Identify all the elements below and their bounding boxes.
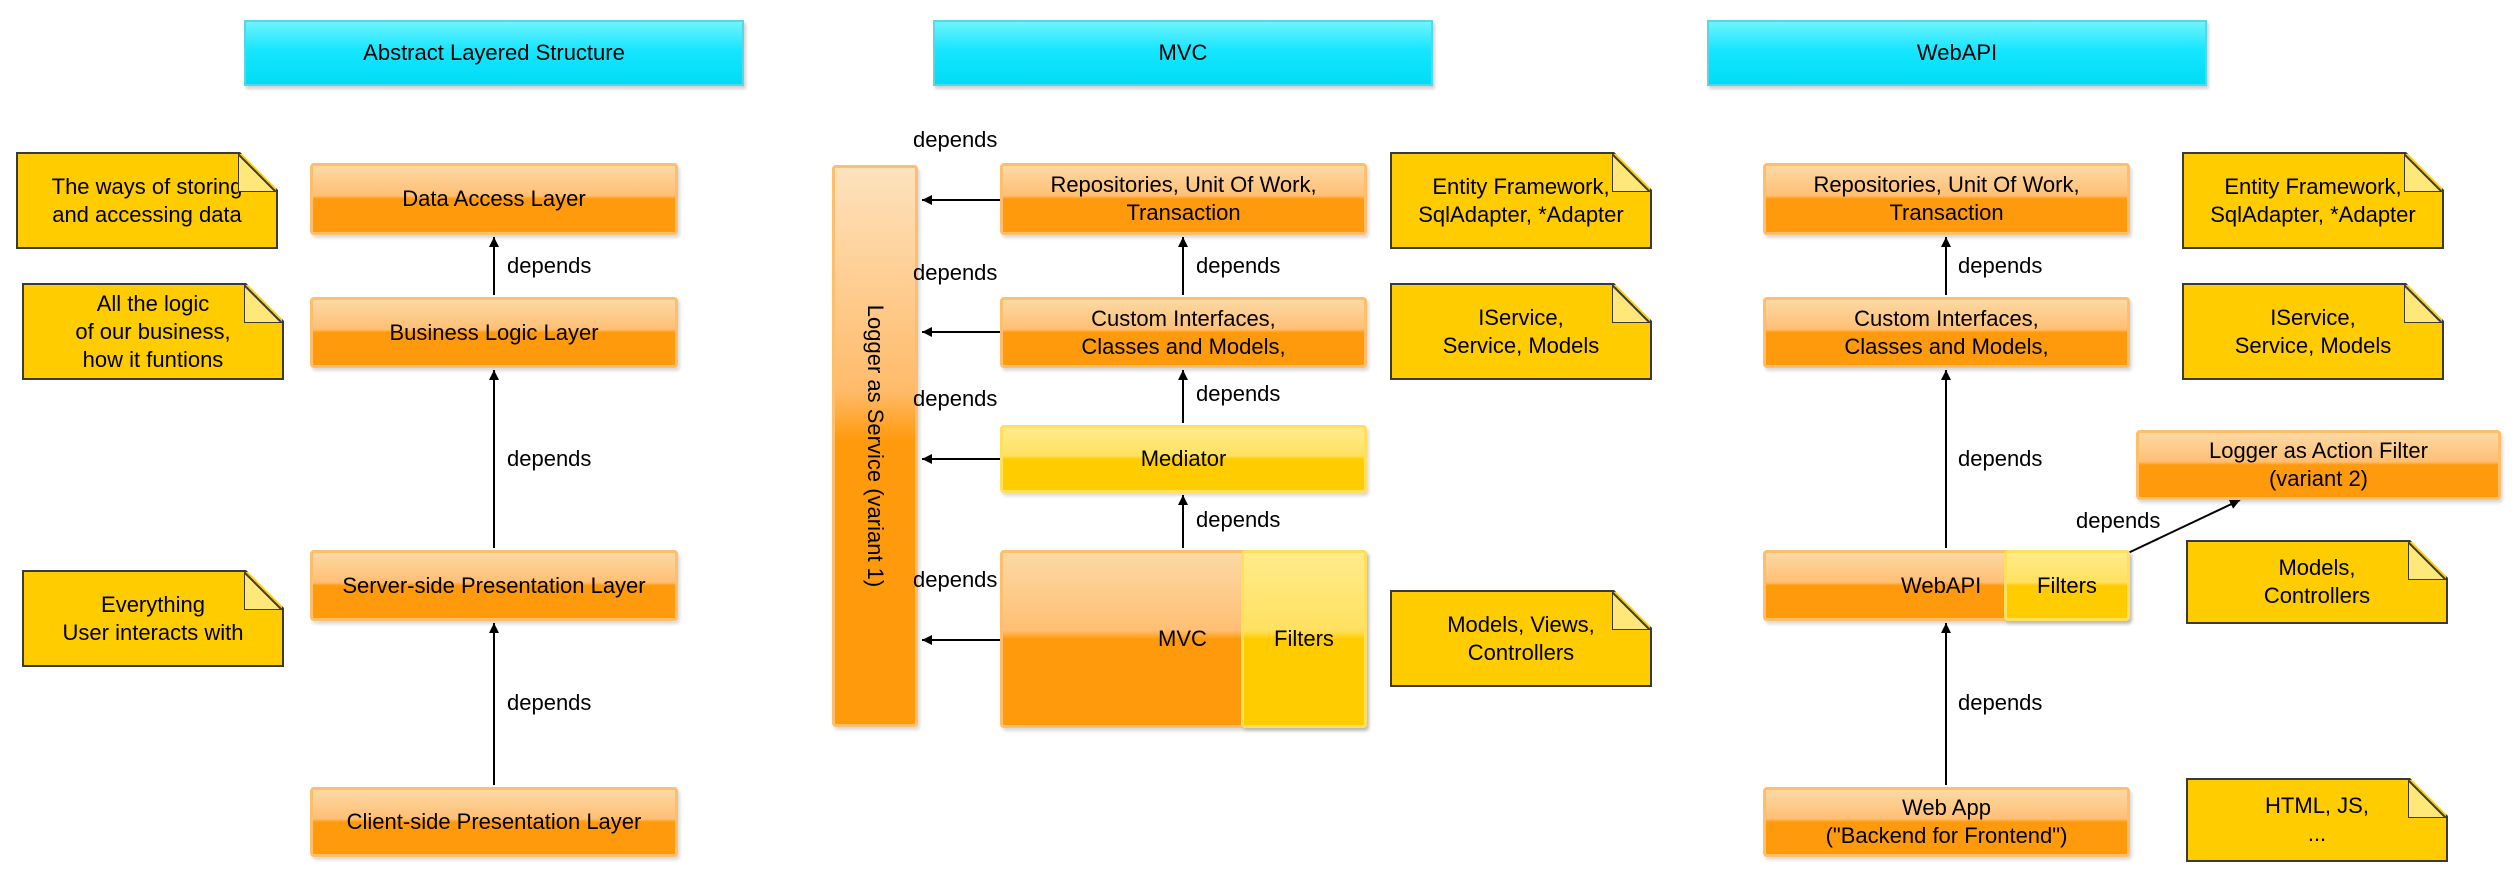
note-mvc-entity-framework-text: Entity Framework, SqlAdapter, *Adapter — [1418, 173, 1624, 227]
webapi-repositories-label: Repositories, Unit Of Work, Transaction — [1813, 172, 2080, 225]
depends-label: depends — [507, 253, 592, 278]
header-mvc-label: MVC — [1158, 40, 1208, 65]
business-logic-layer-label: Business Logic Layer — [389, 319, 599, 345]
mvc-label: MVC — [1158, 626, 1207, 651]
business-logic-layer-box: Business Logic Layer — [310, 297, 678, 368]
logger-service-label: Logger as Service (variant 1) — [863, 304, 888, 588]
note-mvc-entity-framework: Entity Framework, SqlAdapter, *Adapter — [1390, 152, 1652, 249]
mediator-box: Mediator — [1000, 425, 1367, 493]
depends-label: depends — [1196, 253, 1281, 278]
note-webapi-models-text: Models, Controllers — [2263, 555, 2371, 608]
web-app-box: Web App ("Backend for Frontend") — [1763, 787, 2130, 857]
mediator-label: Mediator — [1140, 446, 1227, 471]
depends-label: depends — [1196, 381, 1281, 406]
webapi-custom-interfaces-label: Custom Interfaces, Classes and Models, — [1844, 305, 2049, 359]
webapi-label: WebAPI — [1901, 572, 1982, 598]
logger-service-box: Logger as Service (variant 1) — [832, 165, 918, 727]
custom-interfaces-box: Custom Interfaces, Classes and Models, — [1000, 297, 1367, 368]
web-app-label: Web App ("Backend for Frontend") — [1825, 795, 2068, 848]
header-abstract: Abstract Layered Structure — [244, 20, 744, 86]
note-storage-text: The ways of storing and accessing data — [51, 173, 243, 227]
note-webapi-entity-framework: Entity Framework, SqlAdapter, *Adapter — [2182, 152, 2444, 249]
note-webapi-html: HTML, JS, ... — [2186, 778, 2448, 862]
logger-action-filter-box: Logger as Action Filter (variant 2) — [2136, 430, 2501, 500]
mvc-filters-label: Filters — [1274, 626, 1334, 651]
depends-label: depends — [1958, 690, 2043, 715]
depends-label: depends — [2076, 508, 2161, 533]
note-user-interaction: Everything User interacts with — [22, 570, 284, 667]
mvc-filters-box: Filters — [1241, 550, 1367, 728]
webapi-filters-box: Filters — [2004, 550, 2130, 621]
webapi-repositories-box: Repositories, Unit Of Work, Transaction — [1763, 163, 2130, 235]
note-storage: The ways of storing and accessing data — [16, 152, 278, 249]
depends-label: depends — [1196, 507, 1281, 532]
logger-action-filter-label: Logger as Action Filter (variant 2) — [2209, 438, 2428, 491]
depends-label: depends — [1958, 446, 2043, 471]
client-side-presentation-layer-label: Client-side Presentation Layer — [346, 809, 642, 834]
server-side-presentation-layer-label: Server-side Presentation Layer — [342, 572, 646, 598]
server-side-presentation-layer-box: Server-side Presentation Layer — [310, 550, 678, 621]
webapi-filters-label: Filters — [2037, 572, 2097, 598]
note-webapi-html-text: HTML, JS, ... — [2265, 793, 2369, 846]
webapi-custom-interfaces-box: Custom Interfaces, Classes and Models, — [1763, 297, 2130, 368]
depends-label: depends — [507, 690, 592, 715]
note-business-logic: All the logic of our business, how it fu… — [22, 283, 284, 380]
note-mvc-iservice: IService, Service, Models — [1390, 283, 1652, 380]
depends-label: depends — [507, 446, 592, 471]
depends-label: depends — [913, 127, 998, 152]
note-user-interaction-text: Everything User interacts with — [62, 591, 244, 645]
webapi-box: WebAPI Filters — [1763, 550, 2130, 621]
note-mvc-iservice-text: IService, Service, Models — [1442, 304, 1600, 358]
header-abstract-label: Abstract Layered Structure — [363, 40, 625, 65]
data-access-layer-label: Data Access Layer — [402, 186, 586, 211]
note-webapi-iservice-text: IService, Service, Models — [2234, 304, 2392, 358]
header-mvc: MVC — [933, 20, 1433, 86]
depends-label: depends — [913, 386, 998, 411]
note-business-logic-text: All the logic of our business, how it fu… — [75, 290, 231, 372]
note-mvc-views: Models, Views, Controllers — [1390, 590, 1652, 687]
repositories-box: Repositories, Unit Of Work, Transaction — [1000, 163, 1367, 235]
depends-label: depends — [913, 260, 998, 285]
arrow-filters-to-logger-filter — [2127, 499, 2241, 554]
custom-interfaces-label: Custom Interfaces, Classes and Models, — [1081, 305, 1286, 359]
header-webapi-label: WebAPI — [1916, 40, 1998, 65]
mvc-box: MVC Filters — [1000, 550, 1367, 728]
client-side-presentation-layer-box: Client-side Presentation Layer — [310, 787, 678, 857]
note-webapi-models: Models, Controllers — [2186, 540, 2448, 624]
note-webapi-entity-framework-text: Entity Framework, SqlAdapter, *Adapter — [2210, 173, 2416, 227]
header-webapi: WebAPI — [1707, 20, 2207, 86]
note-mvc-views-text: Models, Views, Controllers — [1447, 611, 1595, 665]
data-access-layer-box: Data Access Layer — [310, 163, 678, 235]
depends-label: depends — [913, 567, 998, 592]
depends-label: depends — [1958, 253, 2043, 278]
note-webapi-iservice: IService, Service, Models — [2182, 283, 2444, 380]
repositories-label: Repositories, Unit Of Work, Transaction — [1050, 172, 1317, 225]
